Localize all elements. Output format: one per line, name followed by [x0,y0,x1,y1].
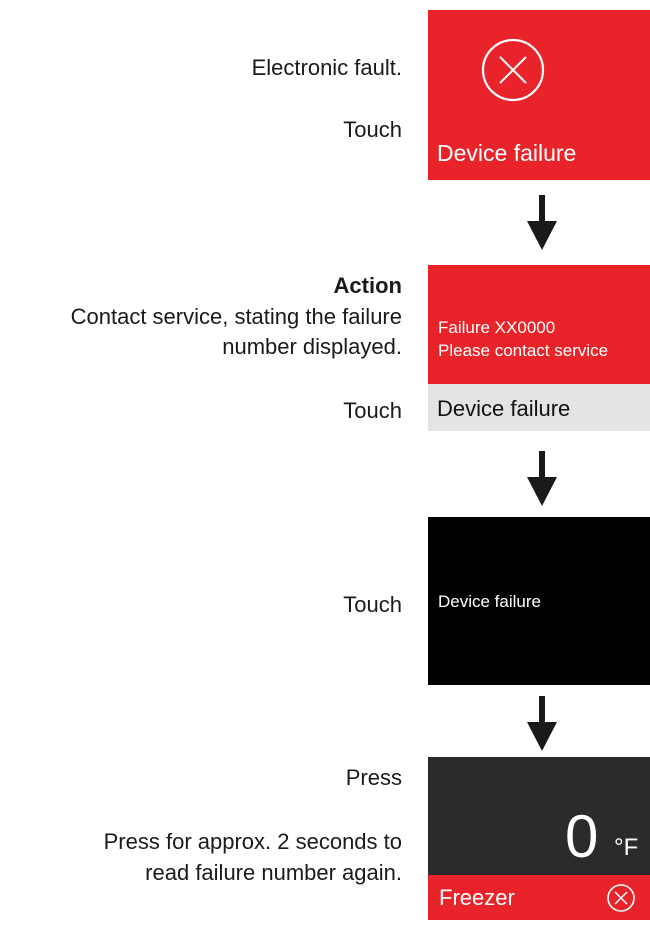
freezer-screen[interactable]: 0 °F Freezer [428,757,650,920]
arrow-down-icon [527,195,557,250]
failure-details-panel: Failure XX0000 Please contact service [428,265,650,384]
label-press: Press [345,765,402,790]
failure-code: Failure XX0000 [438,318,556,337]
label-touch-3: Touch [343,592,402,617]
label-touch-2: Touch [343,398,402,423]
screen-title: Device failure [437,140,577,166]
zone-label: Freezer [439,885,515,910]
temperature-value: 0 [565,803,599,870]
temperature-unit: °F [614,834,639,861]
failure-details-screen[interactable]: Failure XX0000 Please contact service De… [428,265,650,431]
footer-title: Device failure [437,396,571,421]
failure-footer[interactable]: Device failure [428,384,650,431]
contact-service-text: Please contact service [438,341,609,360]
device-failure-screen[interactable]: Device failure [428,10,650,180]
label-electronic-fault: Electronic fault. [251,55,402,80]
press-note-line1: Press for approx. 2 seconds to [103,829,402,854]
temperature-panel: 0 °F [428,757,650,875]
label-touch-1: Touch [343,117,402,142]
action-instruction-line2: number displayed. [222,334,402,359]
screen-text: Device failure [438,592,541,611]
freezer-footer[interactable]: Freezer [428,875,650,920]
black-failure-screen[interactable]: Device failure [428,517,650,685]
press-note-line2: read failure number again. [145,860,402,885]
arrow-down-icon [527,696,557,751]
action-heading: Action [333,273,402,298]
error-x-circle-icon [481,38,545,102]
action-instruction-line1: Contact service, stating the failure [70,304,402,329]
arrow-down-icon [527,451,557,506]
error-x-circle-icon[interactable] [606,883,636,913]
